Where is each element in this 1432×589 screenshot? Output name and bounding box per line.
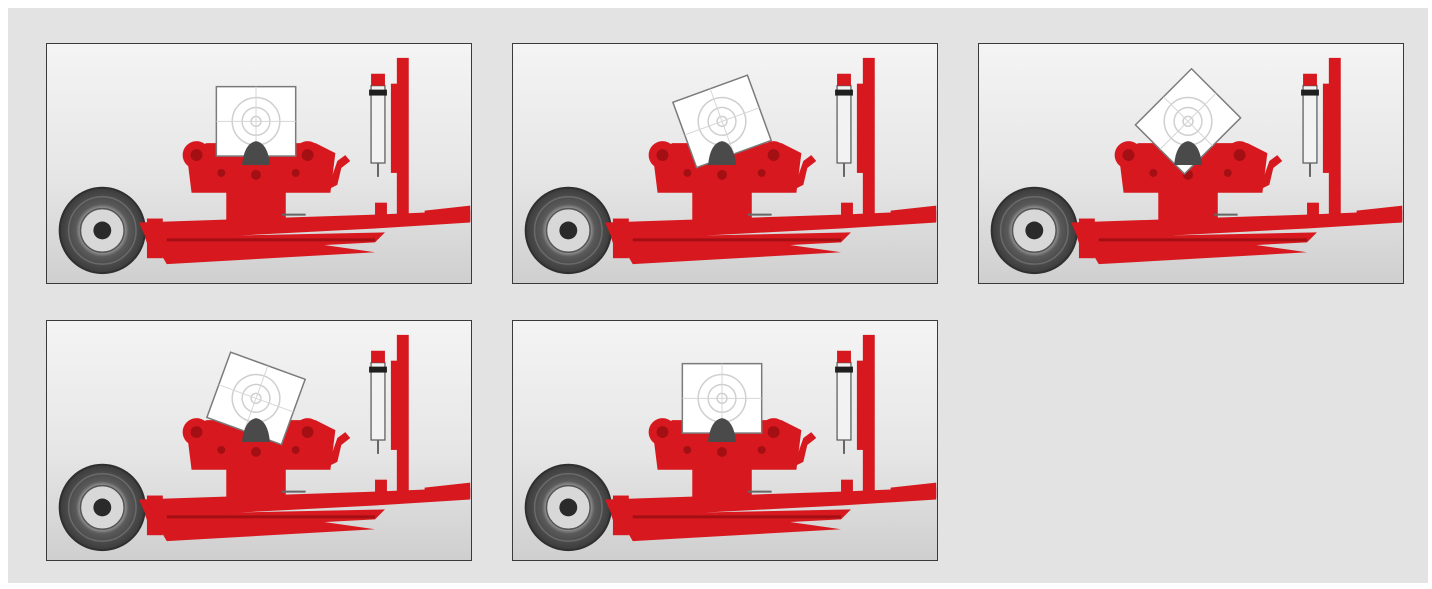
- center-dome: [242, 418, 270, 442]
- machine-drawing: [524, 56, 937, 275]
- center-dome: [242, 141, 270, 165]
- machine-drawing: [58, 333, 471, 552]
- machine-drawing: [524, 333, 937, 552]
- machine-illustration-stage-3: [978, 43, 1404, 284]
- center-dome: [708, 141, 736, 165]
- center-dome: [1174, 141, 1202, 165]
- center-dome: [708, 418, 736, 442]
- machine-illustration-stage-1: [46, 43, 472, 284]
- machine-illustration-stage-5: [512, 320, 938, 561]
- machine-drawing: [58, 56, 471, 275]
- machine-drawing: [990, 56, 1403, 275]
- illustration-canvas: [8, 8, 1428, 583]
- machine-illustration-stage-2: [512, 43, 938, 284]
- machine-illustration-stage-4: [46, 320, 472, 561]
